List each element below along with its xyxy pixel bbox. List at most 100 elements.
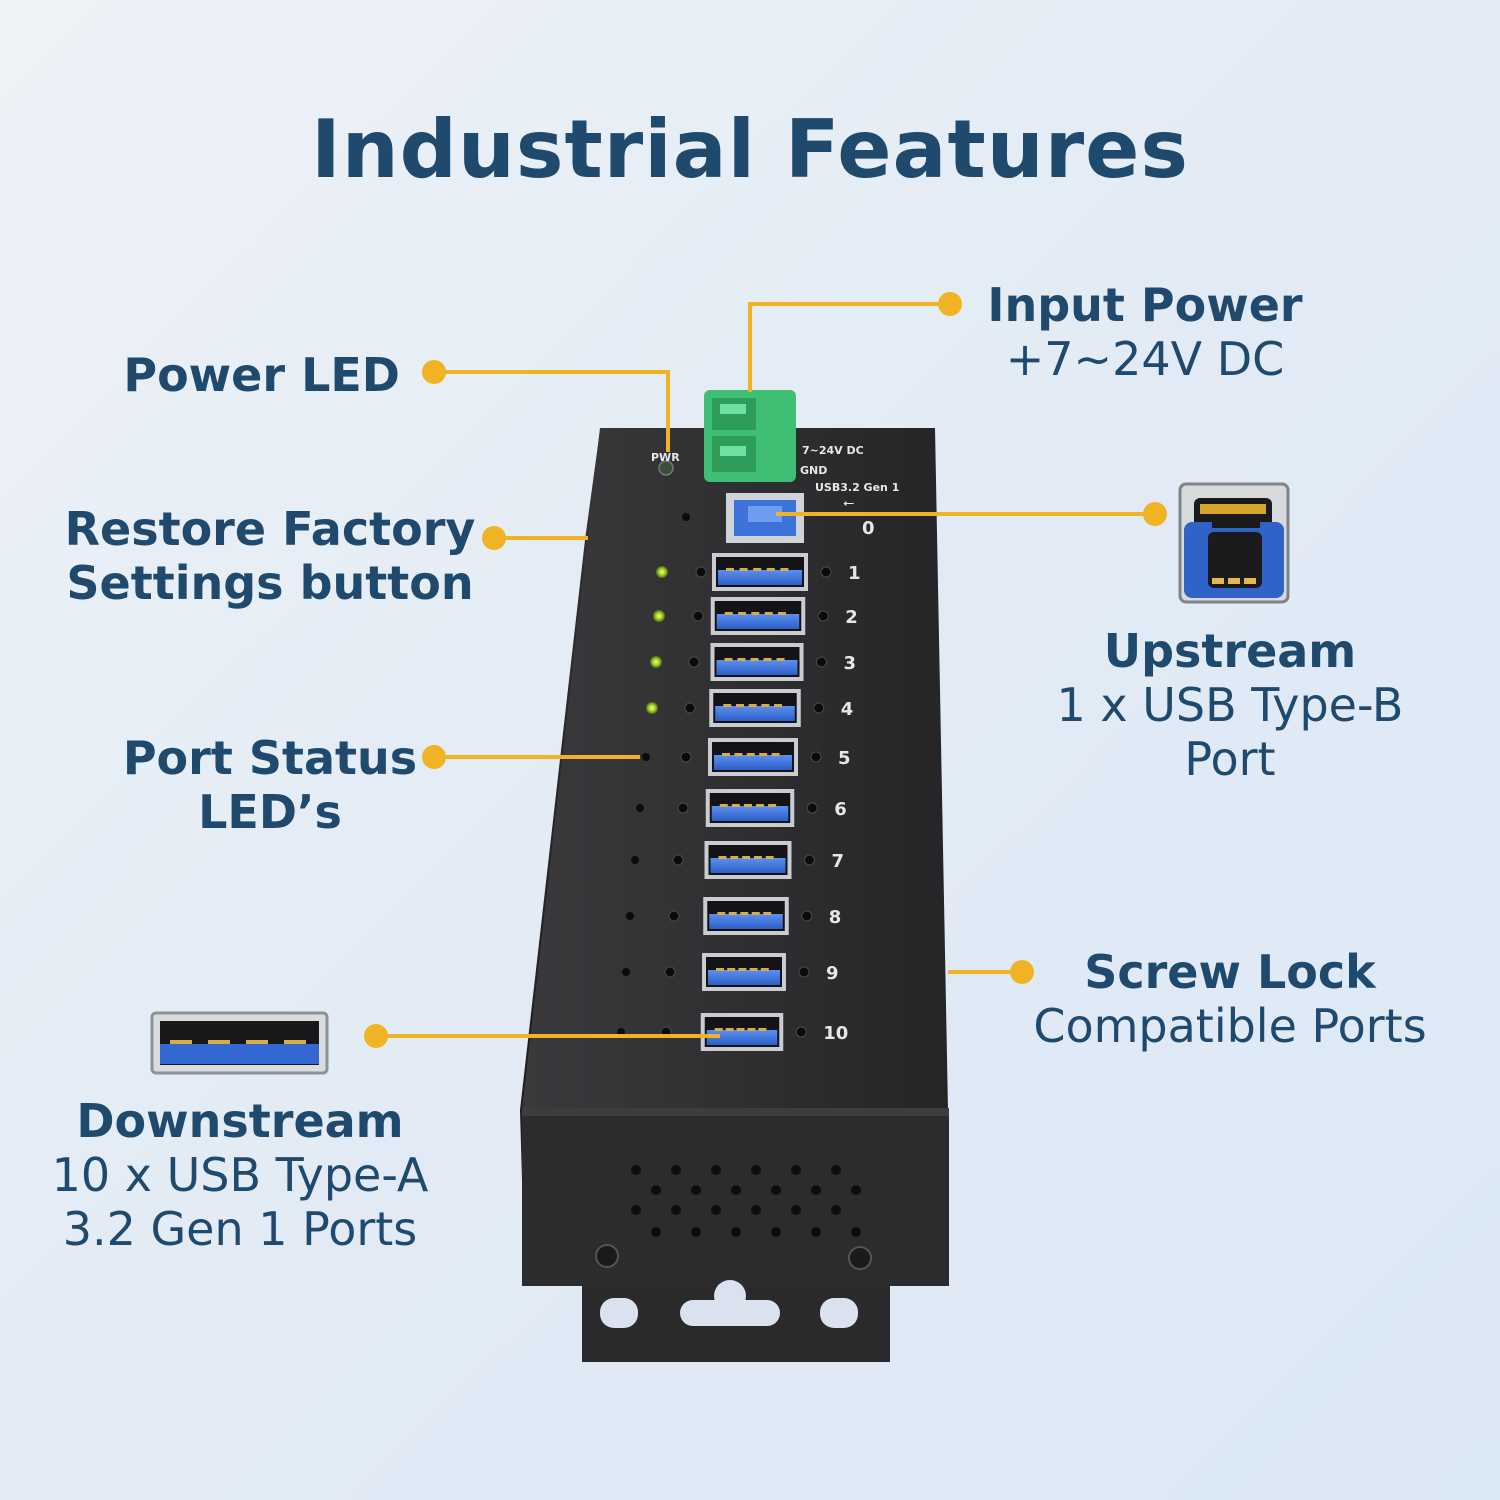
port-number: 4 (841, 699, 854, 720)
port-number: 6 (834, 799, 847, 820)
terminal-block (704, 390, 796, 482)
port-number: 8 (829, 907, 842, 928)
port-status-led (642, 753, 650, 761)
callout-port-status-line1: Port Status (122, 731, 418, 785)
callout-line-power-led (434, 370, 670, 452)
voltage-label: 7~24V DC (802, 444, 864, 457)
callout-downstream-detail1: 10 x USB Type-A (51, 1148, 429, 1202)
usb-a-port (704, 841, 792, 879)
vent-hole (711, 1205, 721, 1215)
callout-port-status: Port Status LED’s (110, 731, 430, 839)
callout-screw-lock-detail: Compatible Ports (1033, 999, 1427, 1053)
callout-upstream-title: Upstream (1103, 624, 1357, 678)
port-status-led (656, 566, 668, 578)
screw-lock-hole (677, 802, 689, 814)
vent-hole (791, 1205, 801, 1215)
usb-label: USB3.2 Gen 1 (815, 481, 899, 494)
callout-port-status-line2: LED’s (198, 785, 342, 839)
vent-hole (851, 1227, 861, 1237)
usb-a-port (702, 953, 786, 991)
vent-hole (711, 1165, 721, 1175)
gnd-label: GND (800, 464, 827, 477)
callout-restore-line1: Restore Factory (64, 502, 476, 556)
vent-hole (671, 1205, 681, 1215)
vent-hole (731, 1185, 741, 1195)
port-status-led (622, 968, 630, 976)
screw-lock-hole (664, 966, 676, 978)
port-number: 0 (862, 518, 875, 539)
port-status-led (626, 912, 634, 920)
callout-restore-line2: Settings button (66, 556, 474, 610)
vent-hole (811, 1185, 821, 1195)
screw-lock-hole (798, 966, 810, 978)
vent-holes (631, 1165, 861, 1237)
vent-hole (831, 1165, 841, 1175)
usb-type-a-icon (150, 1011, 329, 1075)
callout-power-led-title: Power LED (123, 348, 400, 402)
screw-lock-hole (795, 1026, 807, 1038)
callout-upstream-detail2: Port (1184, 732, 1276, 786)
vent-hole (651, 1185, 661, 1195)
port-number: 7 (832, 851, 845, 872)
port-status-led (653, 610, 665, 622)
screw-lock-hole (680, 751, 692, 763)
pwr-label: PWR (651, 451, 680, 464)
vent-hole (631, 1165, 641, 1175)
port-status-led (631, 856, 639, 864)
screw-lock-hole (672, 854, 684, 866)
callout-input-power: Input Power +7~24V DC (960, 278, 1330, 386)
screw-lock-hole (801, 910, 813, 922)
screw-lock-hole (668, 910, 680, 922)
screw-lock-hole (692, 610, 704, 622)
port-number: 3 (844, 653, 857, 674)
power-led (658, 460, 674, 476)
screw-lock-hole (810, 751, 822, 763)
callout-input-power-title: Input Power (987, 278, 1303, 332)
usb-a-port (708, 738, 798, 776)
vent-hole (691, 1227, 701, 1237)
screw-lock-hole (688, 656, 700, 668)
callout-downstream-title: Downstream (76, 1094, 404, 1148)
vent-hole (731, 1227, 741, 1237)
restore-button[interactable] (682, 513, 690, 521)
vent-hole (831, 1205, 841, 1215)
screw-lock-hole (806, 802, 818, 814)
callout-upstream: Upstream 1 x USB Type-B Port (1030, 624, 1430, 786)
usb-trident-icon: ⭠ (843, 495, 854, 511)
callout-input-power-detail: +7~24V DC (1005, 332, 1285, 386)
callout-dots (364, 292, 1167, 1048)
vent-hole (751, 1165, 761, 1175)
callout-upstream-detail1: 1 x USB Type-B (1056, 678, 1404, 732)
port-number: 2 (845, 607, 858, 628)
screw-lock-hole (813, 702, 825, 714)
vent-hole (651, 1227, 661, 1237)
callout-restore: Restore Factory Settings button (40, 502, 500, 610)
page-title: Industrial Features (310, 103, 1190, 196)
port-status-led (650, 656, 662, 668)
screw-icon (848, 1246, 872, 1270)
usb-a-port (700, 1013, 784, 1051)
callout-line-input-power (748, 302, 950, 392)
port-status-led (646, 702, 658, 714)
port-number: 5 (838, 748, 851, 769)
port-number: 10 (823, 1023, 848, 1044)
vent-hole (771, 1185, 781, 1195)
usb-a-port (710, 643, 804, 681)
housing-bottom (522, 1108, 949, 1286)
callout-power-led: Power LED (60, 348, 400, 402)
callout-downstream-detail2: 3.2 Gen 1 Ports (62, 1202, 418, 1256)
vent-hole (671, 1165, 681, 1175)
usb-b-port (726, 493, 804, 543)
port-status-led (636, 804, 644, 812)
screw-lock-hole (684, 702, 696, 714)
vent-hole (691, 1185, 701, 1195)
usb-a-port (710, 597, 806, 635)
vent-hole (631, 1205, 641, 1215)
vent-hole (791, 1165, 801, 1175)
port-number: 1 (848, 563, 861, 584)
screw-lock-hole (820, 566, 832, 578)
usb-a-port (703, 897, 789, 935)
screw-lock-hole (816, 656, 827, 668)
vent-hole (851, 1185, 861, 1195)
